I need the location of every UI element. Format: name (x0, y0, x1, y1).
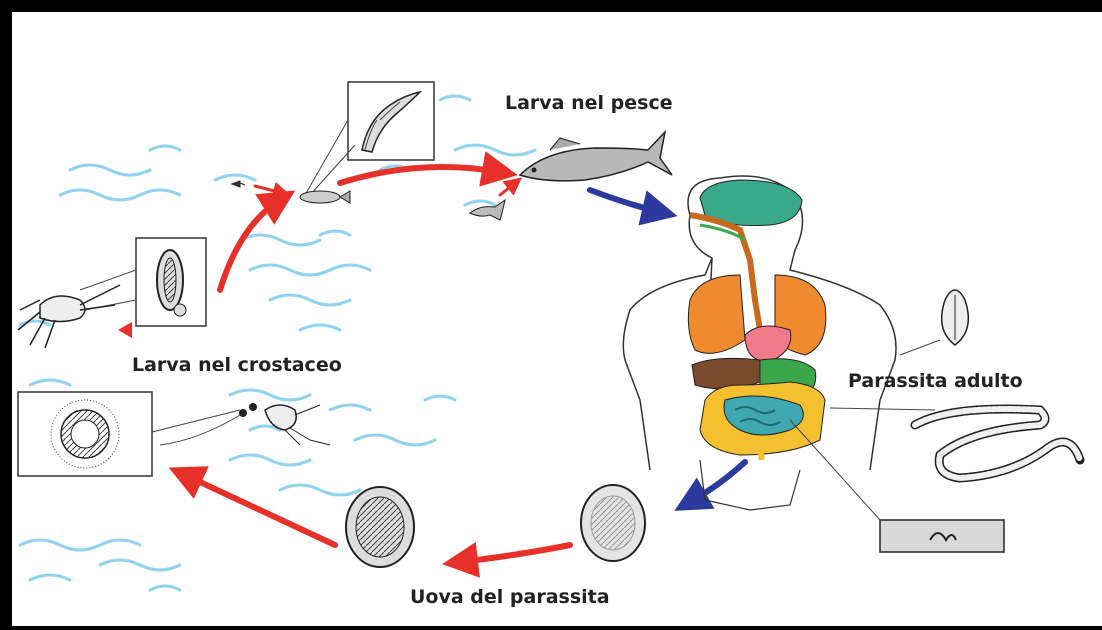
label-fish-larva: Larva nel pesce (505, 92, 673, 114)
proglottid-box (880, 520, 1004, 552)
label-adult-parasite: Parassita adulto (848, 370, 1023, 392)
label-crustacean-larva: Larva nel crostaceo (132, 354, 342, 376)
label-parasite-eggs: Uova del parassita (410, 586, 610, 608)
